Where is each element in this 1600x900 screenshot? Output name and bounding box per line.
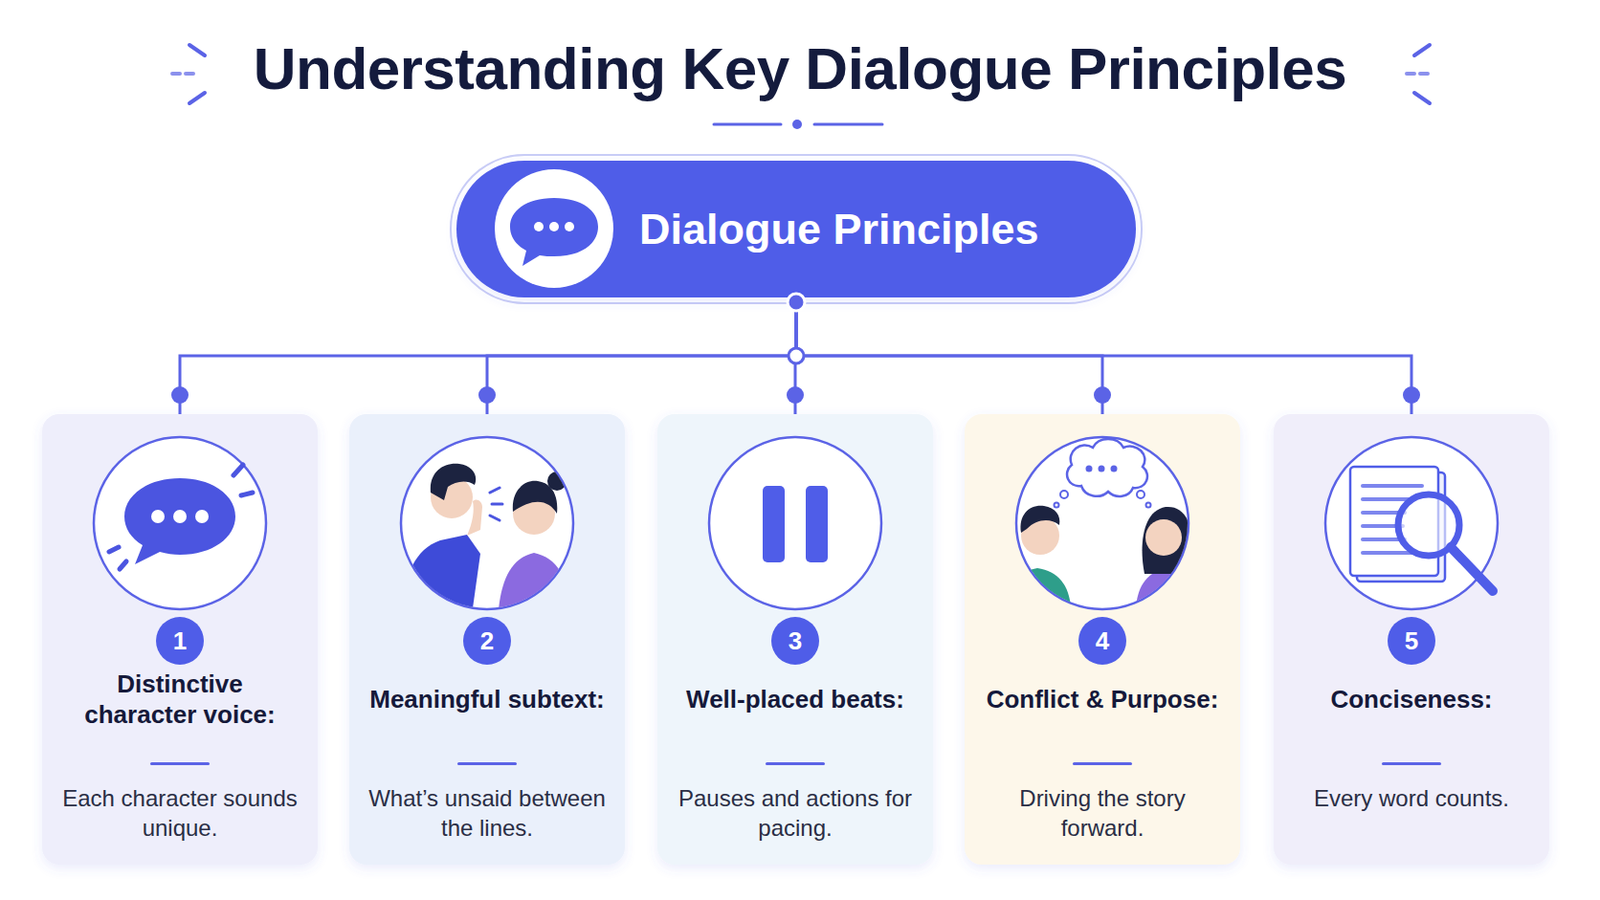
pill-shape (450, 155, 1142, 304)
callout-number: 4 (1095, 628, 1110, 654)
card-description: What’s unsaid between the lines. (367, 783, 607, 844)
card-description: Driving the story forward. (982, 783, 1223, 844)
callout-number: 1 (173, 628, 187, 654)
number-badge: 2 (463, 617, 512, 666)
number-badge: 4 (1078, 617, 1127, 666)
principle-card: Conciseness: Every word counts. 5 (1273, 414, 1550, 866)
divider-line (1381, 762, 1442, 766)
card-heading: Well-placed beats: (675, 665, 915, 734)
card-heading: Meaningful subtext: (367, 665, 607, 734)
principle-card: Meaningful subtext: What’s unsaid between… (349, 414, 625, 866)
whisper-icon (401, 464, 573, 623)
card-heading: Distinctive character voice: (60, 665, 300, 734)
card-description: Every word counts. (1291, 783, 1532, 814)
card-ground (42, 414, 1550, 866)
icon-ring (93, 437, 1498, 610)
number-badge: 3 (771, 617, 820, 666)
number-badge: 5 (1387, 617, 1436, 666)
principle-card: Conflict & Purpose: Driving the story for… (964, 414, 1241, 866)
principle-card: Well-placed beats: Pauses and actions for… (657, 414, 934, 866)
diagram-title: Understanding Key Dialogue Principles (0, 32, 1600, 106)
card-heading: Conflict & Purpose: (982, 665, 1223, 734)
pill-label: Dialogue Principles (639, 160, 1040, 298)
callout-number: 5 (1404, 628, 1419, 654)
tree-connector (487, 297, 797, 415)
divider-line (1072, 762, 1133, 766)
divider-line (457, 762, 517, 766)
card-heading: Conciseness: (1291, 665, 1532, 734)
root-pill: Dialogue Principles (456, 160, 1136, 298)
tree-connector (179, 297, 797, 415)
card-description: Pauses and actions for pacing. (675, 783, 915, 844)
tree-connector (796, 297, 1412, 415)
number-badge: 1 (155, 617, 204, 666)
divider-line (765, 762, 825, 766)
divider-line (150, 762, 210, 766)
document-icon (1350, 466, 1493, 592)
pause-icon (762, 486, 828, 563)
thought-icon (1004, 439, 1202, 623)
junction-dot (171, 293, 1421, 404)
chat-icon (109, 465, 253, 570)
callout-number: 2 (480, 628, 494, 654)
callout-number: 3 (788, 628, 802, 654)
principle-card: Distinctive character voice: Each charact… (42, 414, 318, 866)
card-description: Each character sounds unique. (60, 783, 300, 844)
